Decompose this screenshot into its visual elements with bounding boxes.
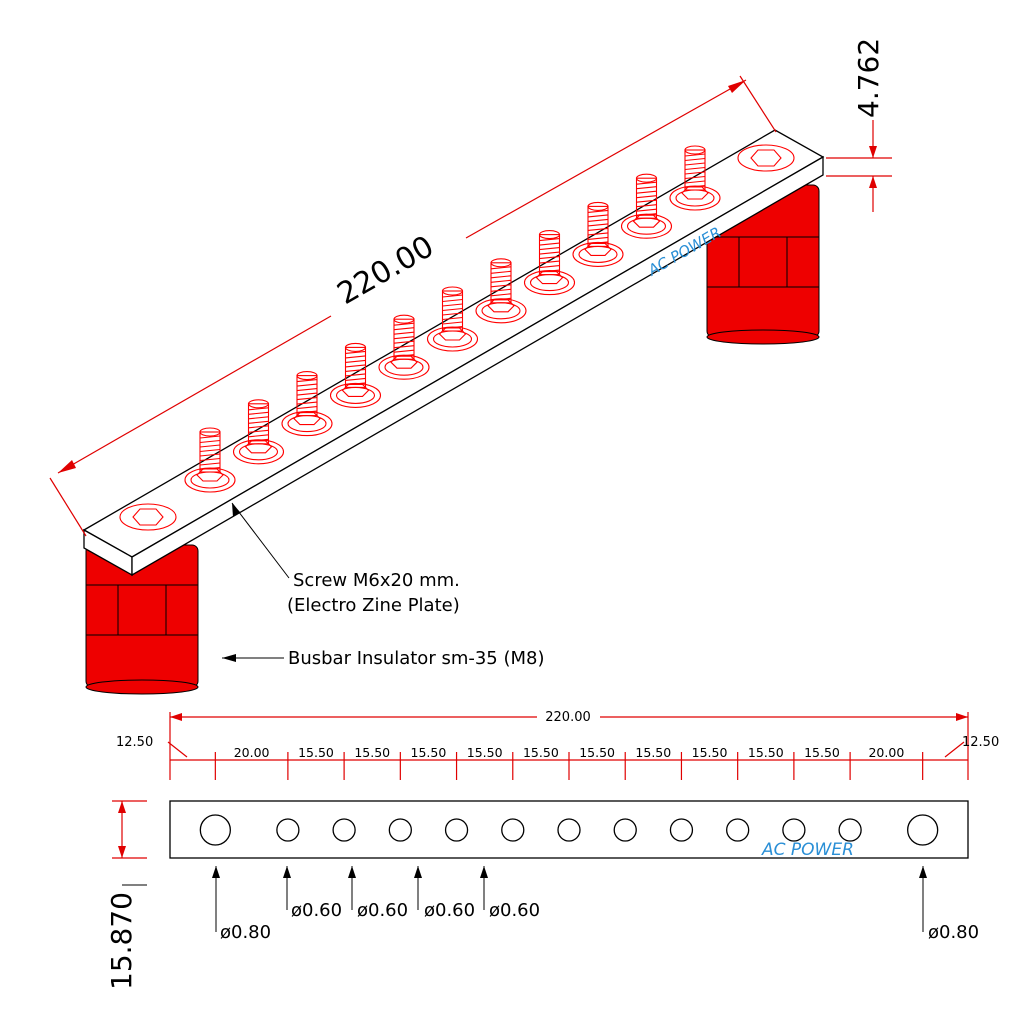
busbar-bar bbox=[82, 129, 825, 577]
screw-bolt bbox=[329, 342, 382, 408]
iso-thickness-label: 4.762 bbox=[852, 38, 885, 118]
segment-label: 15.50 bbox=[579, 745, 615, 760]
mounting-hole-large bbox=[907, 814, 939, 846]
bolt-hole-small bbox=[838, 818, 862, 842]
segment-label: 15.50 bbox=[804, 745, 840, 760]
bolt-hole-small bbox=[388, 818, 412, 842]
plan-edge-left: 12.50 bbox=[116, 735, 188, 758]
screw-bolt bbox=[620, 173, 673, 239]
hole-callouts-small: ø0.60 ø0.60 ø0.60 ø0.60 bbox=[283, 866, 540, 921]
iso-length-dimension: 220.00 bbox=[49, 75, 777, 537]
screw-note-line2: (Electro Zine Plate) bbox=[287, 595, 460, 616]
segment-label: 20.00 bbox=[234, 745, 270, 760]
edge-right-label: 12.50 bbox=[962, 735, 999, 750]
plan-holes bbox=[199, 814, 939, 846]
screw-bolt bbox=[184, 427, 236, 493]
screw-note-line1: Screw M6x20 mm. bbox=[293, 570, 460, 591]
hole-small-label-2: ø0.60 bbox=[357, 900, 408, 921]
screw-callout: Screw M6x20 mm. (Electro Zine Plate) bbox=[231, 502, 460, 616]
screw-bolt bbox=[475, 258, 527, 324]
screw-bolts bbox=[184, 145, 721, 493]
screw-bolt bbox=[426, 286, 479, 352]
plan-total-label: 220.00 bbox=[545, 710, 591, 725]
hole-large-right-label: ø0.80 bbox=[928, 922, 979, 943]
right-hex-nut bbox=[737, 144, 795, 172]
screw-bolt bbox=[378, 314, 430, 380]
left-insulator bbox=[85, 544, 199, 695]
bolt-hole-small bbox=[501, 818, 525, 842]
screw-bolt bbox=[523, 230, 576, 296]
segment-label: 15.50 bbox=[692, 745, 728, 760]
hole-small-label-1: ø0.60 bbox=[291, 900, 342, 921]
segment-label: 15.50 bbox=[523, 745, 559, 760]
segment-label: 15.50 bbox=[467, 745, 503, 760]
segment-label: 15.50 bbox=[354, 745, 390, 760]
hole-large-left-label: ø0.80 bbox=[220, 922, 271, 943]
left-hex-nut bbox=[119, 503, 177, 531]
plan-height-dimension: 15.870 bbox=[105, 800, 147, 990]
plan-segment-dimensions: 20.00 15.50 15.50 15.50 15.50 15.50 15.50 15.50… bbox=[170, 745, 968, 780]
plan-edge-right: 12.50 bbox=[944, 735, 999, 758]
edge-left-label: 12.50 bbox=[116, 735, 153, 750]
hole-callout-right-large: ø0.80 bbox=[919, 866, 979, 943]
plan-height-label: 15.870 bbox=[105, 892, 138, 990]
segment-label: 20.00 bbox=[868, 745, 904, 760]
isometric-view: AC POWER 220.00 4.762 Screw M6x20 mm. bbox=[49, 38, 892, 695]
plan-brand: AC POWER bbox=[761, 840, 854, 860]
plan-total-dimension: 220.00 bbox=[169, 710, 969, 780]
segment-label: 15.50 bbox=[298, 745, 334, 760]
screw-bolt bbox=[232, 399, 285, 465]
segment-label: 15.50 bbox=[411, 745, 447, 760]
segment-label: 15.50 bbox=[748, 745, 784, 760]
screw-bolt bbox=[281, 371, 333, 437]
bolt-hole-small bbox=[726, 818, 750, 842]
hole-callout-left-large: ø0.80 bbox=[212, 866, 271, 943]
hole-small-label-3: ø0.60 bbox=[424, 900, 475, 921]
bolt-hole-small bbox=[557, 818, 581, 842]
mounting-hole-large bbox=[199, 814, 231, 846]
bolt-hole-small bbox=[613, 818, 637, 842]
plan-view: 220.00 20.00 15.50 15.50 15.50 15.50 15.50 15.… bbox=[105, 710, 999, 990]
iso-thickness-dimension: 4.762 bbox=[826, 38, 892, 212]
bolt-hole-small bbox=[669, 818, 694, 842]
screw-bolt bbox=[572, 201, 624, 267]
bolt-hole-small bbox=[782, 818, 806, 842]
bolt-hole-small bbox=[444, 818, 469, 842]
iso-length-label: 220.00 bbox=[332, 229, 440, 312]
insulator-callout: Busbar Insulator sm-35 (M8) bbox=[222, 648, 545, 669]
insulator-note: Busbar Insulator sm-35 (M8) bbox=[288, 648, 545, 669]
hole-small-label-4: ø0.60 bbox=[489, 900, 540, 921]
segment-label: 15.50 bbox=[635, 745, 671, 760]
screw-bolt bbox=[669, 145, 721, 211]
bolt-hole-small bbox=[276, 818, 300, 842]
bolt-hole-small bbox=[332, 818, 356, 842]
